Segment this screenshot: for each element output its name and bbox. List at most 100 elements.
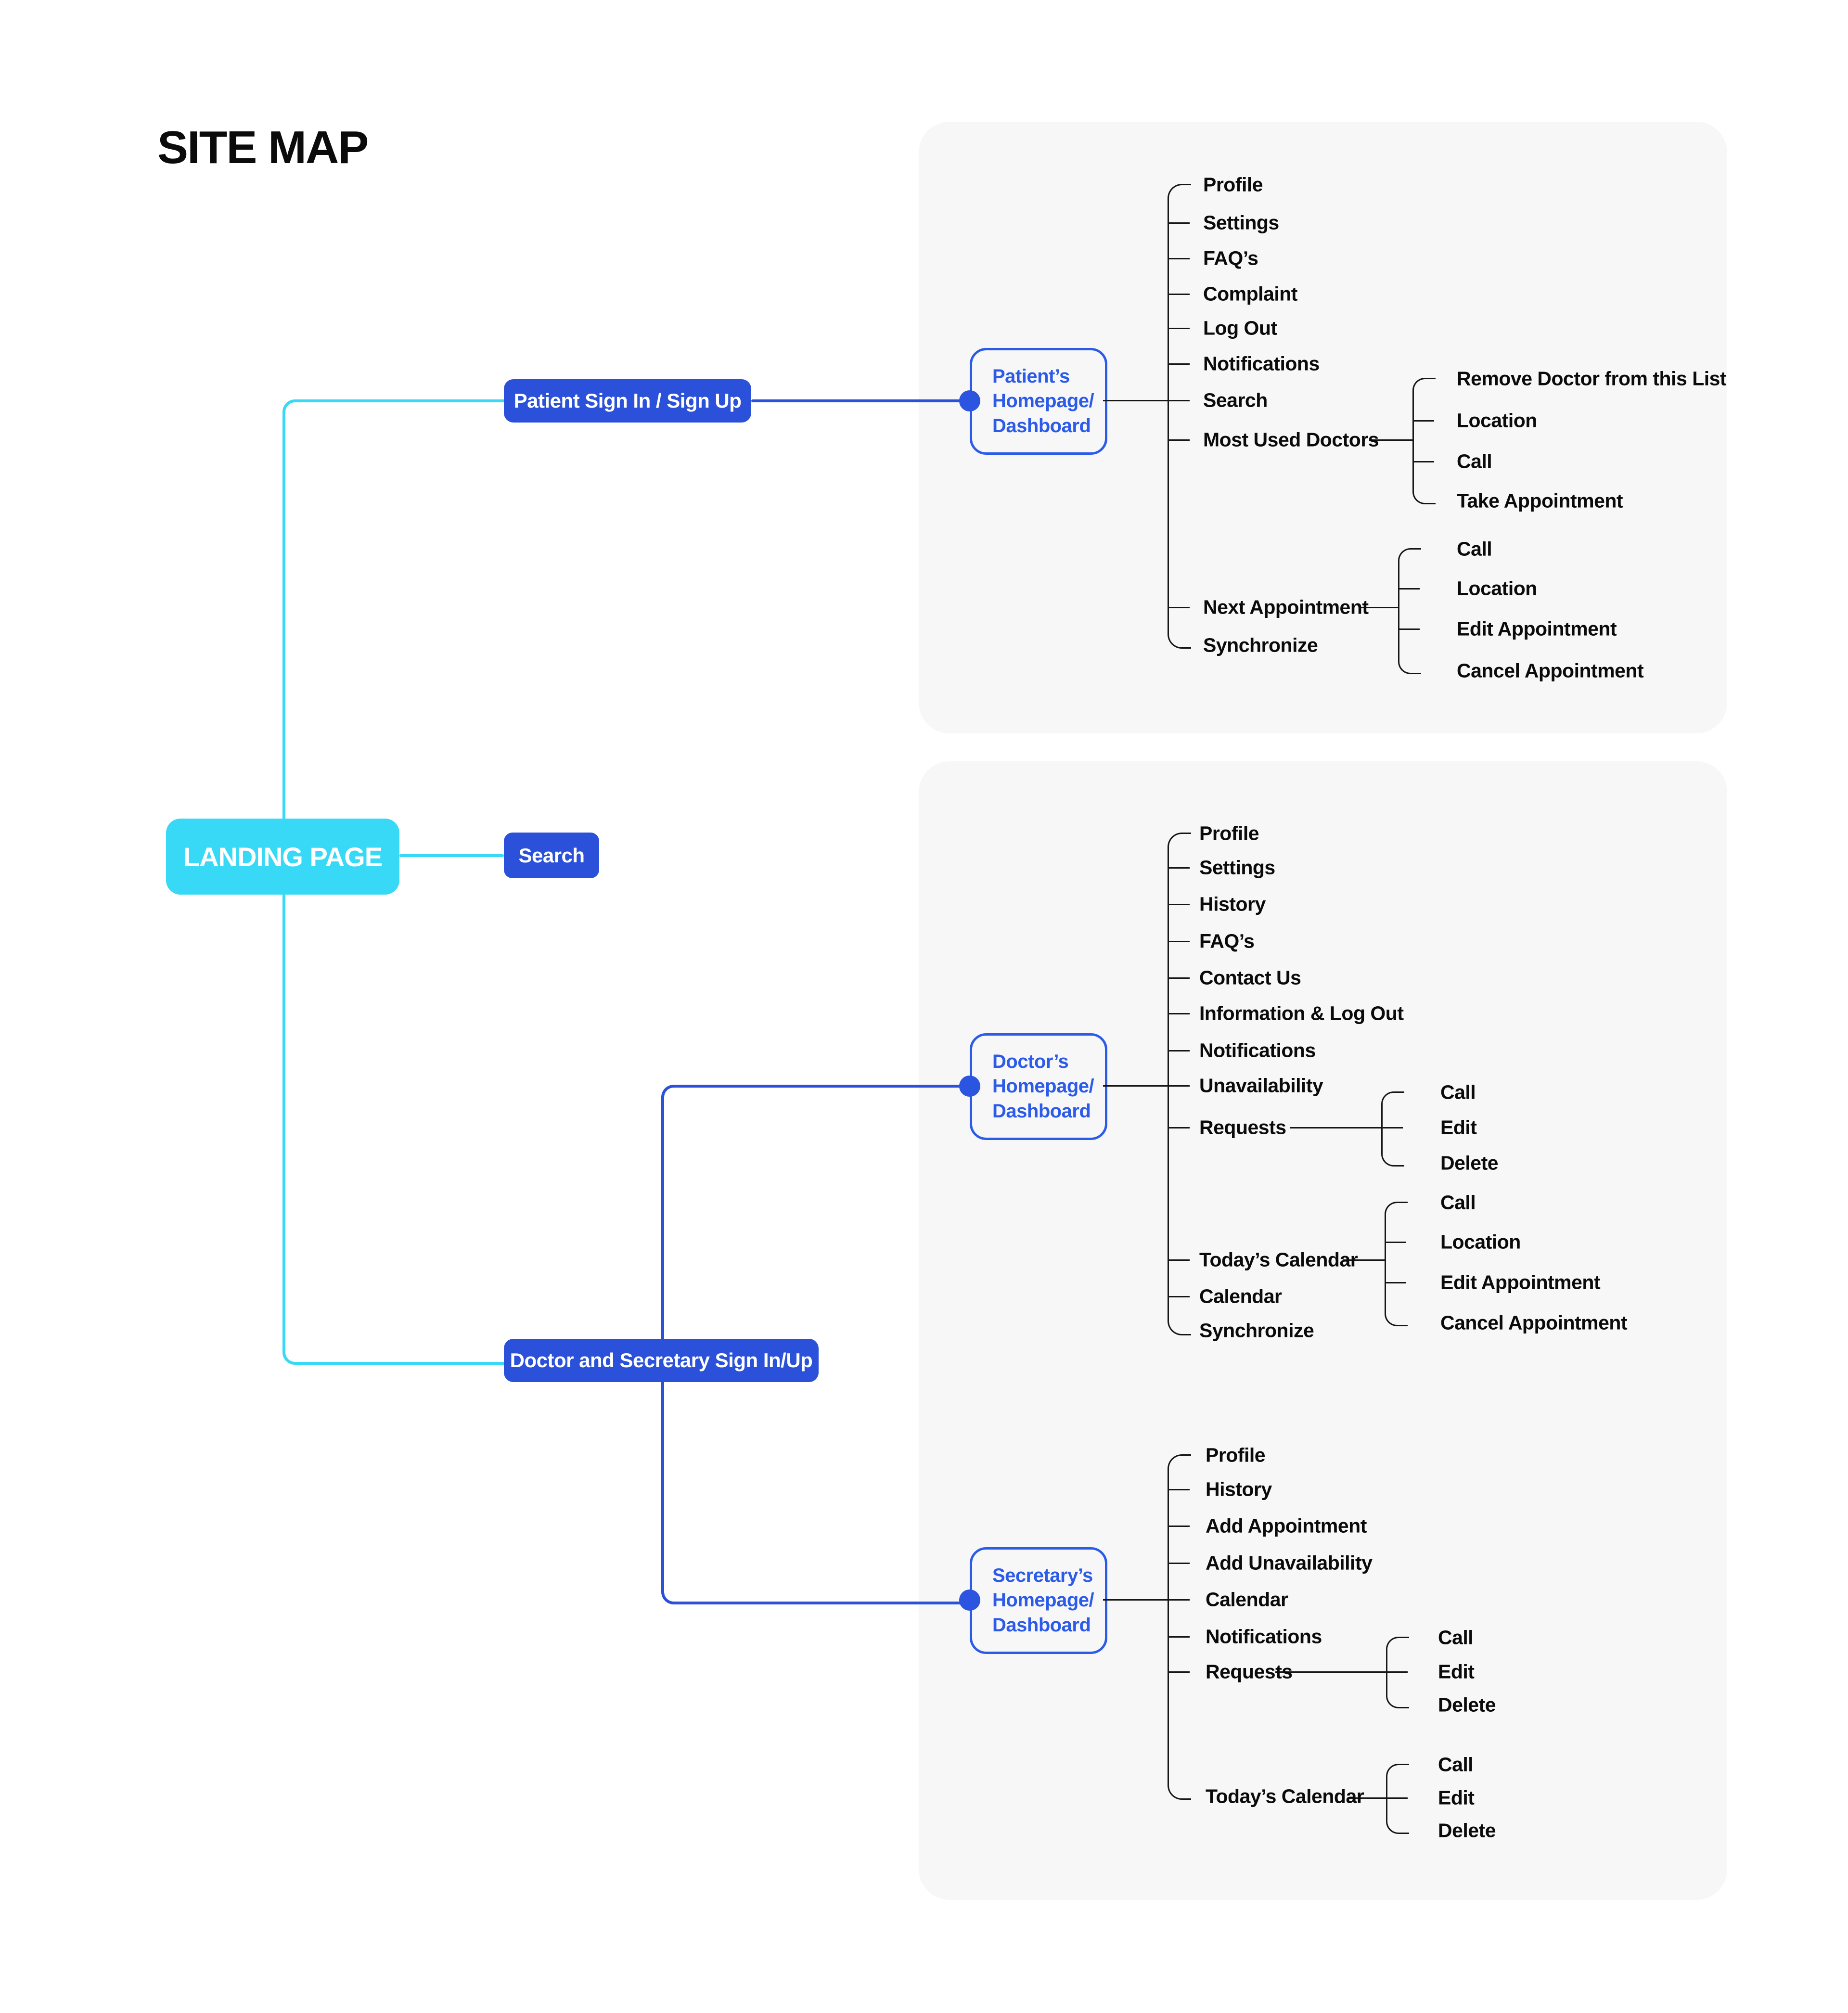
tree-tick (1168, 222, 1190, 224)
doctor-dashboard-node[interactable]: Doctor’s Homepage/ Dashboard (970, 1033, 1107, 1140)
patient-item-faqs: FAQ’s (1203, 247, 1258, 269)
tree-tick (1168, 977, 1190, 979)
patient-item-next-appointment: Next Appointment (1203, 596, 1369, 618)
secretary-box-connector (1103, 1599, 1190, 1601)
tree-tick (1168, 294, 1190, 295)
tree-tick (1168, 1636, 1190, 1638)
subtree-connector (1290, 1127, 1403, 1128)
doctor-secretary-panel (919, 761, 1727, 1900)
tree-tick (1168, 1259, 1190, 1261)
search-node[interactable]: Search (504, 833, 599, 878)
doctor-item-contact-us: Contact Us (1199, 966, 1301, 989)
subtree-connector (1343, 1259, 1385, 1261)
doctor-item-settings: Settings (1199, 856, 1275, 879)
subtree-connector (1168, 1671, 1190, 1673)
tree-tick (1168, 904, 1190, 905)
landing-page-node[interactable]: LANDING PAGE (166, 819, 399, 895)
patient-dashboard-node[interactable]: Patient’s Homepage/ Dashboard (970, 348, 1107, 455)
patient-tree-trunk (1168, 184, 1191, 649)
patient-dashboard-line (751, 399, 970, 402)
patient-item-settings: Settings (1203, 211, 1279, 234)
doctor-req-subtrunk (1381, 1091, 1404, 1167)
tree-tick (1168, 1050, 1190, 1051)
tree-tick (1168, 1489, 1190, 1490)
tree-tick (1385, 1242, 1406, 1243)
doc-tc-child-cancel-appointment: Cancel Appointment (1440, 1311, 1628, 1334)
doctor-box-connector (1103, 1085, 1190, 1087)
tree-tick (1168, 363, 1190, 365)
tree-tick (1168, 439, 1190, 441)
tree-tick (1412, 461, 1434, 462)
sec-tc-child-edit: Edit (1438, 1786, 1475, 1809)
tree-tick (1385, 1282, 1406, 1283)
patient-signin-node[interactable]: Patient Sign In / Sign Up (504, 379, 751, 423)
patient-item-search: Search (1203, 389, 1268, 411)
doctor-secretary-signin-node[interactable]: Doctor and Secretary Sign In/Up (504, 1339, 819, 1382)
patient-item-synchronize: Synchronize (1203, 634, 1318, 656)
doctor-item-notifications: Notifications (1199, 1039, 1316, 1062)
sec-tc-child-call: Call (1438, 1753, 1474, 1776)
na-child-edit-appointment: Edit Appointment (1457, 617, 1617, 640)
mud-child-remove-doctor: Remove Doctor from this List (1457, 367, 1727, 390)
doc-tc-child-call: Call (1440, 1191, 1476, 1214)
doctor-item-unavailability: Unavailability (1199, 1074, 1323, 1097)
doctor-item-information-log-out: Information & Log Out (1199, 1002, 1404, 1025)
tree-tick (1398, 588, 1420, 590)
secretary-item-profile: Profile (1206, 1444, 1266, 1466)
tree-tick (1398, 628, 1420, 630)
tree-tick (1168, 1526, 1190, 1527)
patient-box-connector (1103, 400, 1190, 401)
patient-na-subtrunk (1398, 548, 1421, 674)
doc-req-child-call: Call (1440, 1081, 1476, 1103)
subtree-connector (1275, 1671, 1408, 1673)
secretary-item-add-appointment: Add Appointment (1206, 1514, 1367, 1537)
patient-item-log-out: Log Out (1203, 317, 1277, 339)
secretary-connection-dot (959, 1590, 980, 1611)
secretary-item-todays-calendar: Today’s Calendar (1206, 1785, 1364, 1808)
secretary-item-history: History (1206, 1478, 1272, 1500)
tree-tick (1168, 607, 1190, 608)
secretary-dashboard-node[interactable]: Secretary’s Homepage/ Dashboard (970, 1547, 1107, 1654)
subtree-connector (1360, 607, 1398, 608)
secretary-item-calendar: Calendar (1206, 1588, 1288, 1611)
patient-item-most-used-doctors: Most Used Doctors (1203, 428, 1379, 451)
subtree-connector (1348, 1797, 1408, 1799)
doctor-item-profile: Profile (1199, 822, 1259, 845)
doc-tc-child-location: Location (1440, 1231, 1521, 1253)
subtree-connector (1369, 439, 1412, 441)
na-child-location: Location (1457, 577, 1537, 600)
doctor-item-todays-calendar: Today’s Calendar (1199, 1248, 1358, 1271)
tree-tick (1412, 420, 1434, 422)
sec-req-child-edit: Edit (1438, 1660, 1475, 1683)
doc-tc-child-edit-appointment: Edit Appointment (1440, 1271, 1601, 1294)
doctor-item-history: History (1199, 893, 1266, 915)
secretary-item-requests: Requests (1206, 1660, 1293, 1683)
doctor-item-calendar: Calendar (1199, 1285, 1282, 1308)
tree-tick (1168, 258, 1190, 259)
tree-tick (1168, 941, 1190, 942)
doc-req-child-delete: Delete (1440, 1152, 1499, 1174)
doctor-tc-subtrunk (1385, 1202, 1408, 1326)
secretary-tree-trunk (1168, 1454, 1191, 1800)
tree-tick (1168, 1563, 1190, 1564)
na-child-cancel-appointment: Cancel Appointment (1457, 659, 1644, 682)
patient-item-profile: Profile (1203, 173, 1263, 196)
doctor-item-requests: Requests (1199, 1116, 1286, 1139)
sec-req-child-call: Call (1438, 1626, 1474, 1649)
doctor-connection-dot (959, 1076, 980, 1097)
tree-tick (1168, 1296, 1190, 1297)
sec-tc-child-delete: Delete (1438, 1819, 1496, 1842)
secretary-req-subtrunk (1386, 1637, 1409, 1708)
mud-child-call: Call (1457, 450, 1492, 473)
mud-child-location: Location (1457, 409, 1537, 432)
subtree-connector (1168, 1127, 1190, 1128)
secretary-item-notifications: Notifications (1206, 1625, 1322, 1648)
doctor-item-faqs: FAQ’s (1199, 930, 1255, 952)
tree-tick (1168, 867, 1190, 869)
tree-tick (1168, 328, 1190, 329)
mud-child-take-appointment: Take Appointment (1457, 489, 1623, 512)
patient-mud-subtrunk (1412, 378, 1436, 504)
patient-item-notifications: Notifications (1203, 352, 1320, 375)
doctor-tree-trunk (1168, 833, 1191, 1335)
secretary-item-add-unavailability: Add Unavailability (1206, 1551, 1373, 1574)
